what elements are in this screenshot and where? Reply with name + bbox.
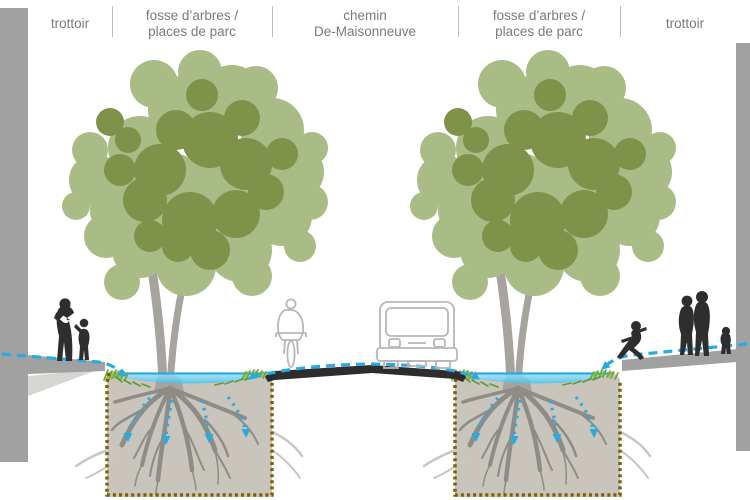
flow-arrowheads xyxy=(117,361,611,380)
tree-and-pit-right xyxy=(410,50,676,497)
section-label-chemin: chemin De-Maisonneuve xyxy=(272,4,458,44)
section-label-fosse-right: fosse d’arbres / places de parc xyxy=(458,4,620,44)
pedestrians-right xyxy=(617,291,731,360)
building-wall-left xyxy=(0,8,28,462)
asphalt-road xyxy=(265,365,466,382)
section-divider xyxy=(112,6,113,37)
car-rear-outline xyxy=(376,301,458,369)
section-divider xyxy=(458,6,459,37)
label-line: chemin xyxy=(343,8,387,23)
sidewalk-left-shadow xyxy=(28,369,100,396)
label-line: trottoir xyxy=(50,16,90,31)
building-wall-right xyxy=(736,43,750,451)
label-line: fosse d’arbres / xyxy=(492,8,586,23)
label-line: trottoir xyxy=(665,16,705,31)
tree-and-pit-left xyxy=(62,50,328,497)
label-line: places de parc xyxy=(148,24,236,39)
sidewalk-left xyxy=(28,355,105,374)
section-divider xyxy=(272,6,273,37)
section-divider xyxy=(620,6,621,37)
label-line: places de parc xyxy=(495,24,583,39)
cyclist-outline xyxy=(275,298,307,368)
label-line: fosse d’arbres / xyxy=(145,8,239,23)
section-label-fosse-left: fosse d’arbres / places de parc xyxy=(112,4,272,44)
section-label-trottoir-left: trottoir xyxy=(28,4,112,44)
pedestrians-left xyxy=(54,298,90,361)
section-label-trottoir-right: trottoir xyxy=(620,4,750,44)
label-line: De-Maisonneuve xyxy=(313,24,417,39)
